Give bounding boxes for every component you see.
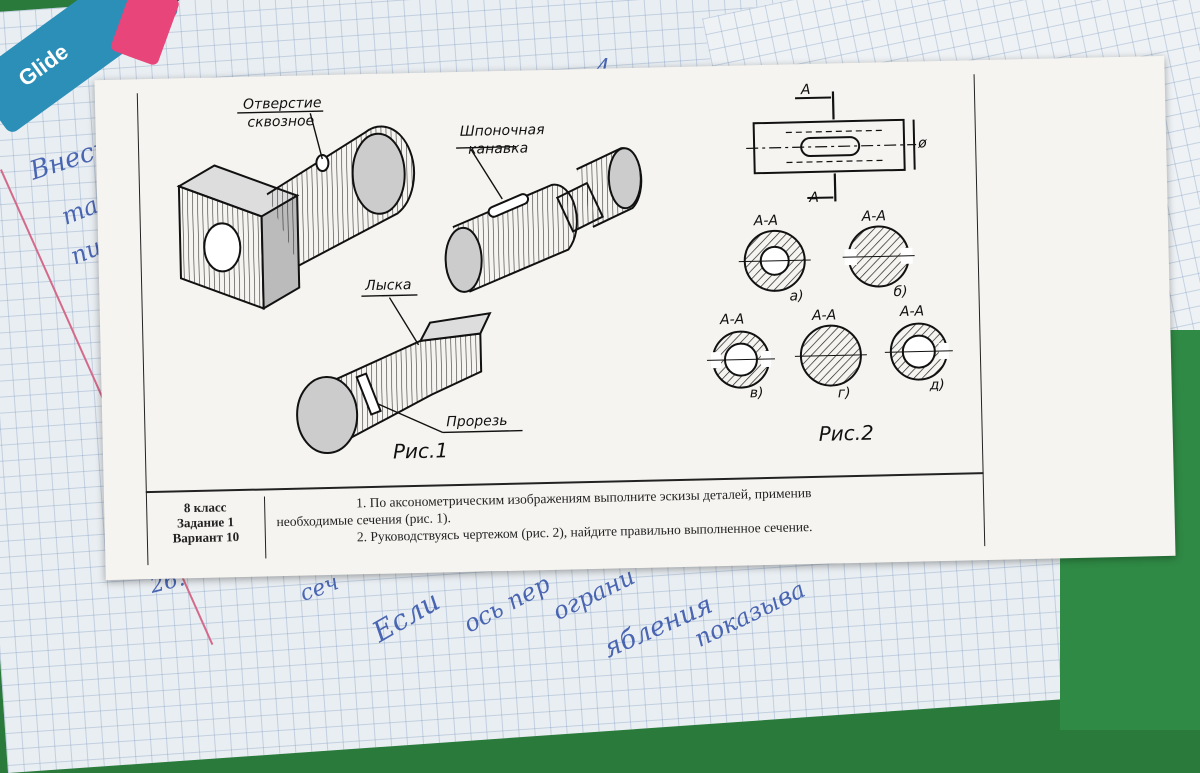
label-through-hole-line2: сквозное (247, 113, 315, 131)
section-mark-bottom: А (809, 189, 820, 207)
section-mark-top: А (800, 81, 811, 99)
label-slot: Прорезь (446, 412, 508, 431)
assignment-sheet: Отверстие сквозное Шпоночная канавка Лыс… (94, 55, 1176, 581)
section-option-g (794, 324, 867, 387)
technical-drawing (176, 91, 953, 455)
fig1-caption: Рис.1 (392, 438, 449, 464)
option-label-v: в) (749, 385, 764, 402)
fig2-caption: Рис.2 (818, 420, 875, 446)
section-title-a: А-А (753, 212, 779, 230)
part-shaft-with-keyway (444, 147, 643, 293)
section-title-g: А-А (811, 307, 837, 324)
option-label-b: б) (893, 283, 908, 301)
title-block-meta: 8 класс Задание 1 Вариант 10 (145, 496, 267, 562)
option-label-g: г) (837, 385, 851, 402)
diameter-symbol: ø (917, 135, 927, 152)
section-option-b (842, 225, 915, 288)
section-title-v: А-А (719, 311, 745, 329)
option-label-d: д) (929, 376, 945, 394)
section-title-d: А-А (899, 303, 925, 320)
fig2-main-view (746, 91, 917, 202)
part-shaft-with-flat-and-slot (296, 312, 492, 455)
label-flat: Лыска (365, 277, 412, 295)
section-option-a (738, 229, 811, 292)
label-keyway-line1: Шпоночная (459, 122, 545, 140)
option-label-a: а) (789, 288, 804, 305)
label-keyway-line2: канавка (467, 140, 529, 158)
section-option-d (884, 322, 953, 381)
part-plate-with-shaft (176, 125, 416, 311)
section-title-b: А-А (861, 208, 887, 225)
marker-brand-label: Glide (13, 38, 73, 92)
section-option-v (706, 330, 775, 389)
variant-label: Вариант 10 (172, 529, 240, 546)
label-through-hole-line1: Отверстие (242, 95, 322, 113)
